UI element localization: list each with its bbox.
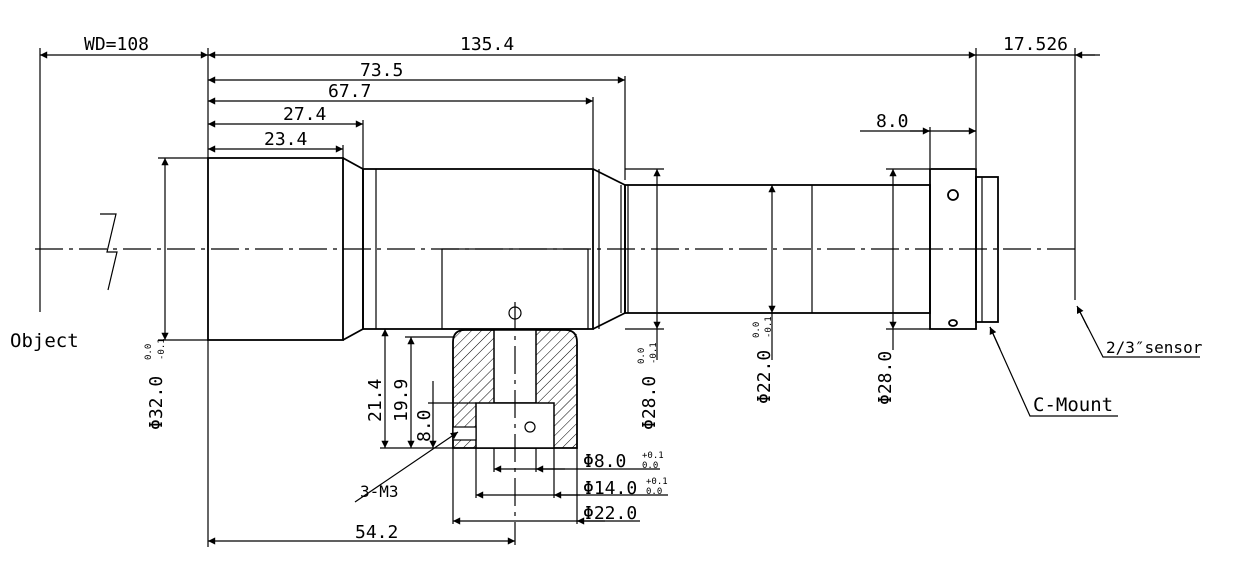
mount-block-outline [452,329,578,449]
d14-tol-lower: 0.0 [646,487,662,497]
d22-tol-lower: -0.1 [764,316,774,338]
d8-tol-upper: +0.1 [642,451,664,461]
thread-label: 3-M3 [360,482,399,501]
dim-27-4-label: 27.4 [283,104,326,125]
d32-tol-lower: -0.1 [157,338,167,360]
d14-tol-upper: +0.1 [646,477,668,487]
d32-tol-upper: 0.0 [144,344,154,360]
d8-tol-lower: 0.0 [642,461,658,471]
thread-leader [354,431,459,503]
dim-73-5-label: 73.5 [360,60,403,81]
mount-leader-arrow [989,326,1001,350]
dim-wd-label: WD=108 [84,34,149,55]
h19-label: 19.9 [391,379,412,422]
d28a-tol-upper: 0.0 [637,348,647,364]
d14-label: Φ14.0 [583,478,637,499]
break-symbol [100,213,118,291]
d28b-label: Φ28.0 [875,351,896,405]
d32-label: Φ32.0 [146,376,167,430]
mount-screw-hole [947,189,959,201]
sensor-leader-arrow [1076,305,1089,329]
bore-hole-mark [524,421,536,433]
dim-54-2-label: 54.2 [355,522,398,543]
sensor-label: 2/3″sensor [1106,338,1203,357]
bore-center-mark [508,306,522,320]
dim-23-4-label: 23.4 [264,129,307,150]
h8-label: 8.0 [414,409,435,442]
object-label: Object [10,330,79,352]
mount-leader [989,326,1118,417]
d28a-label: Φ28.0 [639,376,660,430]
d28a-tol-lower: -0.1 [649,342,659,364]
mount-screw-slot [948,319,958,327]
c-mount-label: C-Mount [1033,394,1113,416]
c-mount-thread [975,176,999,323]
dim-sensor-distance-label: 17.526 [1003,34,1068,55]
h21-label: 21.4 [365,379,386,422]
d8-label: Φ8.0 [583,451,626,472]
dim-total-label: 135.4 [460,34,514,55]
d22-label: Φ22.0 [754,350,775,404]
d22-tol-upper: 0.0 [752,322,762,338]
dim-8-0-top-label: 8.0 [876,111,909,132]
d22b-label: Φ22.0 [583,503,637,524]
dim-67-7-label: 67.7 [328,81,371,102]
